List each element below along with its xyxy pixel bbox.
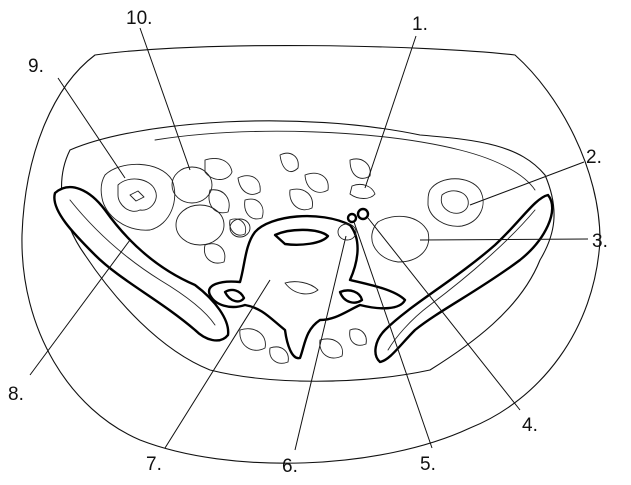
sacral-foramen-right [338,289,364,304]
inner-body-outline [61,120,555,382]
label-7: 7. [146,454,162,475]
leader-line-5 [353,221,433,449]
organ-10-loop [171,166,213,204]
organ-9-colon [100,163,176,231]
vessel-5 [346,212,358,224]
subcutaneous-line [154,130,536,191]
label-1: 1. [412,14,428,35]
label-8: 8. [8,384,24,405]
structure-6 [337,223,357,241]
leader-line-10 [139,27,191,171]
leader-line-8 [29,239,131,376]
loop-left-small [229,218,251,238]
label-2: 2. [586,147,602,168]
organ-2-colon [427,178,484,227]
leader-line-4 [367,217,521,411]
label-4: 4. [522,415,538,436]
loop-left-large [175,204,225,246]
left-iliac-bone [53,185,230,342]
leader-line-3 [419,238,589,241]
sacrum [207,214,407,360]
right-iliac-inner [387,209,536,351]
organ-9-contents [117,178,157,212]
organ-2-contents [440,190,469,214]
label-9: 9. [28,56,44,77]
leader-lines [29,27,589,451]
outer-body-contour [21,45,601,464]
left-iliac-inner [69,199,216,326]
vessel-4 [356,207,370,221]
leader-line-2 [469,161,585,206]
leader-line-7 [164,279,271,449]
label-3: 3. [592,231,608,252]
leader-line-6 [294,235,347,451]
sacral-foramen-left [223,288,246,303]
sacral-canal [273,228,330,246]
organ-3 [371,215,430,263]
label-10: 10. [126,8,152,29]
bowel-loops [204,152,371,364]
organ-1 [349,183,376,199]
leader-line-1 [364,35,417,189]
label-6: 6. [282,456,298,477]
label-5: 5. [420,454,436,475]
sacral-body-mark [284,281,319,295]
leader-line-9 [57,77,126,179]
